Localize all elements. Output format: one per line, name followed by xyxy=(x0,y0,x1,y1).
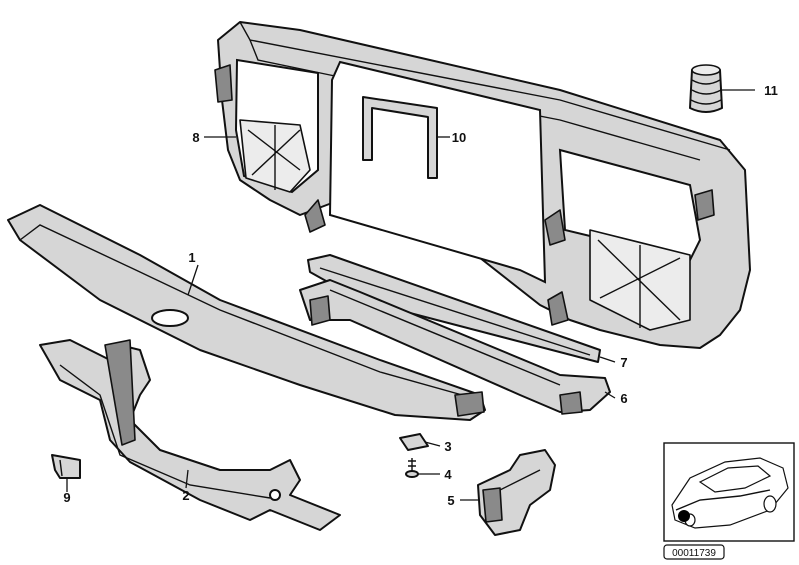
callout-11: 11 xyxy=(764,83,778,98)
callout-2: 2 xyxy=(182,488,189,503)
location-marker xyxy=(678,510,690,522)
callout-9: 9 xyxy=(63,490,70,505)
callout-4: 4 xyxy=(444,467,452,482)
lower-support xyxy=(299,279,611,415)
support-bracket xyxy=(39,339,341,531)
callout-6: 6 xyxy=(620,391,627,406)
callout-8: 8 xyxy=(192,130,199,145)
reference-number-box: 00011739 xyxy=(663,544,725,560)
front-panel xyxy=(214,21,751,349)
clip xyxy=(51,454,81,479)
callout-3: 3 xyxy=(444,439,451,454)
callout-7: 7 xyxy=(620,355,627,370)
clip-nut xyxy=(399,433,429,451)
car-outline-icon xyxy=(671,457,789,529)
vehicle-location-inset xyxy=(663,442,795,542)
reference-number: 00011739 xyxy=(672,548,716,559)
bumper-beam xyxy=(7,204,486,421)
callout-5: 5 xyxy=(447,493,454,508)
leader-lines xyxy=(66,89,755,501)
cross-member xyxy=(307,254,601,363)
callout-labels: 1 2 3 4 5 6 7 8 9 10 11 xyxy=(63,83,777,508)
rubber-buffer xyxy=(689,64,723,113)
callout-1: 1 xyxy=(188,250,195,265)
bracket xyxy=(477,449,556,536)
screw xyxy=(405,458,419,478)
callout-10: 10 xyxy=(452,130,466,145)
